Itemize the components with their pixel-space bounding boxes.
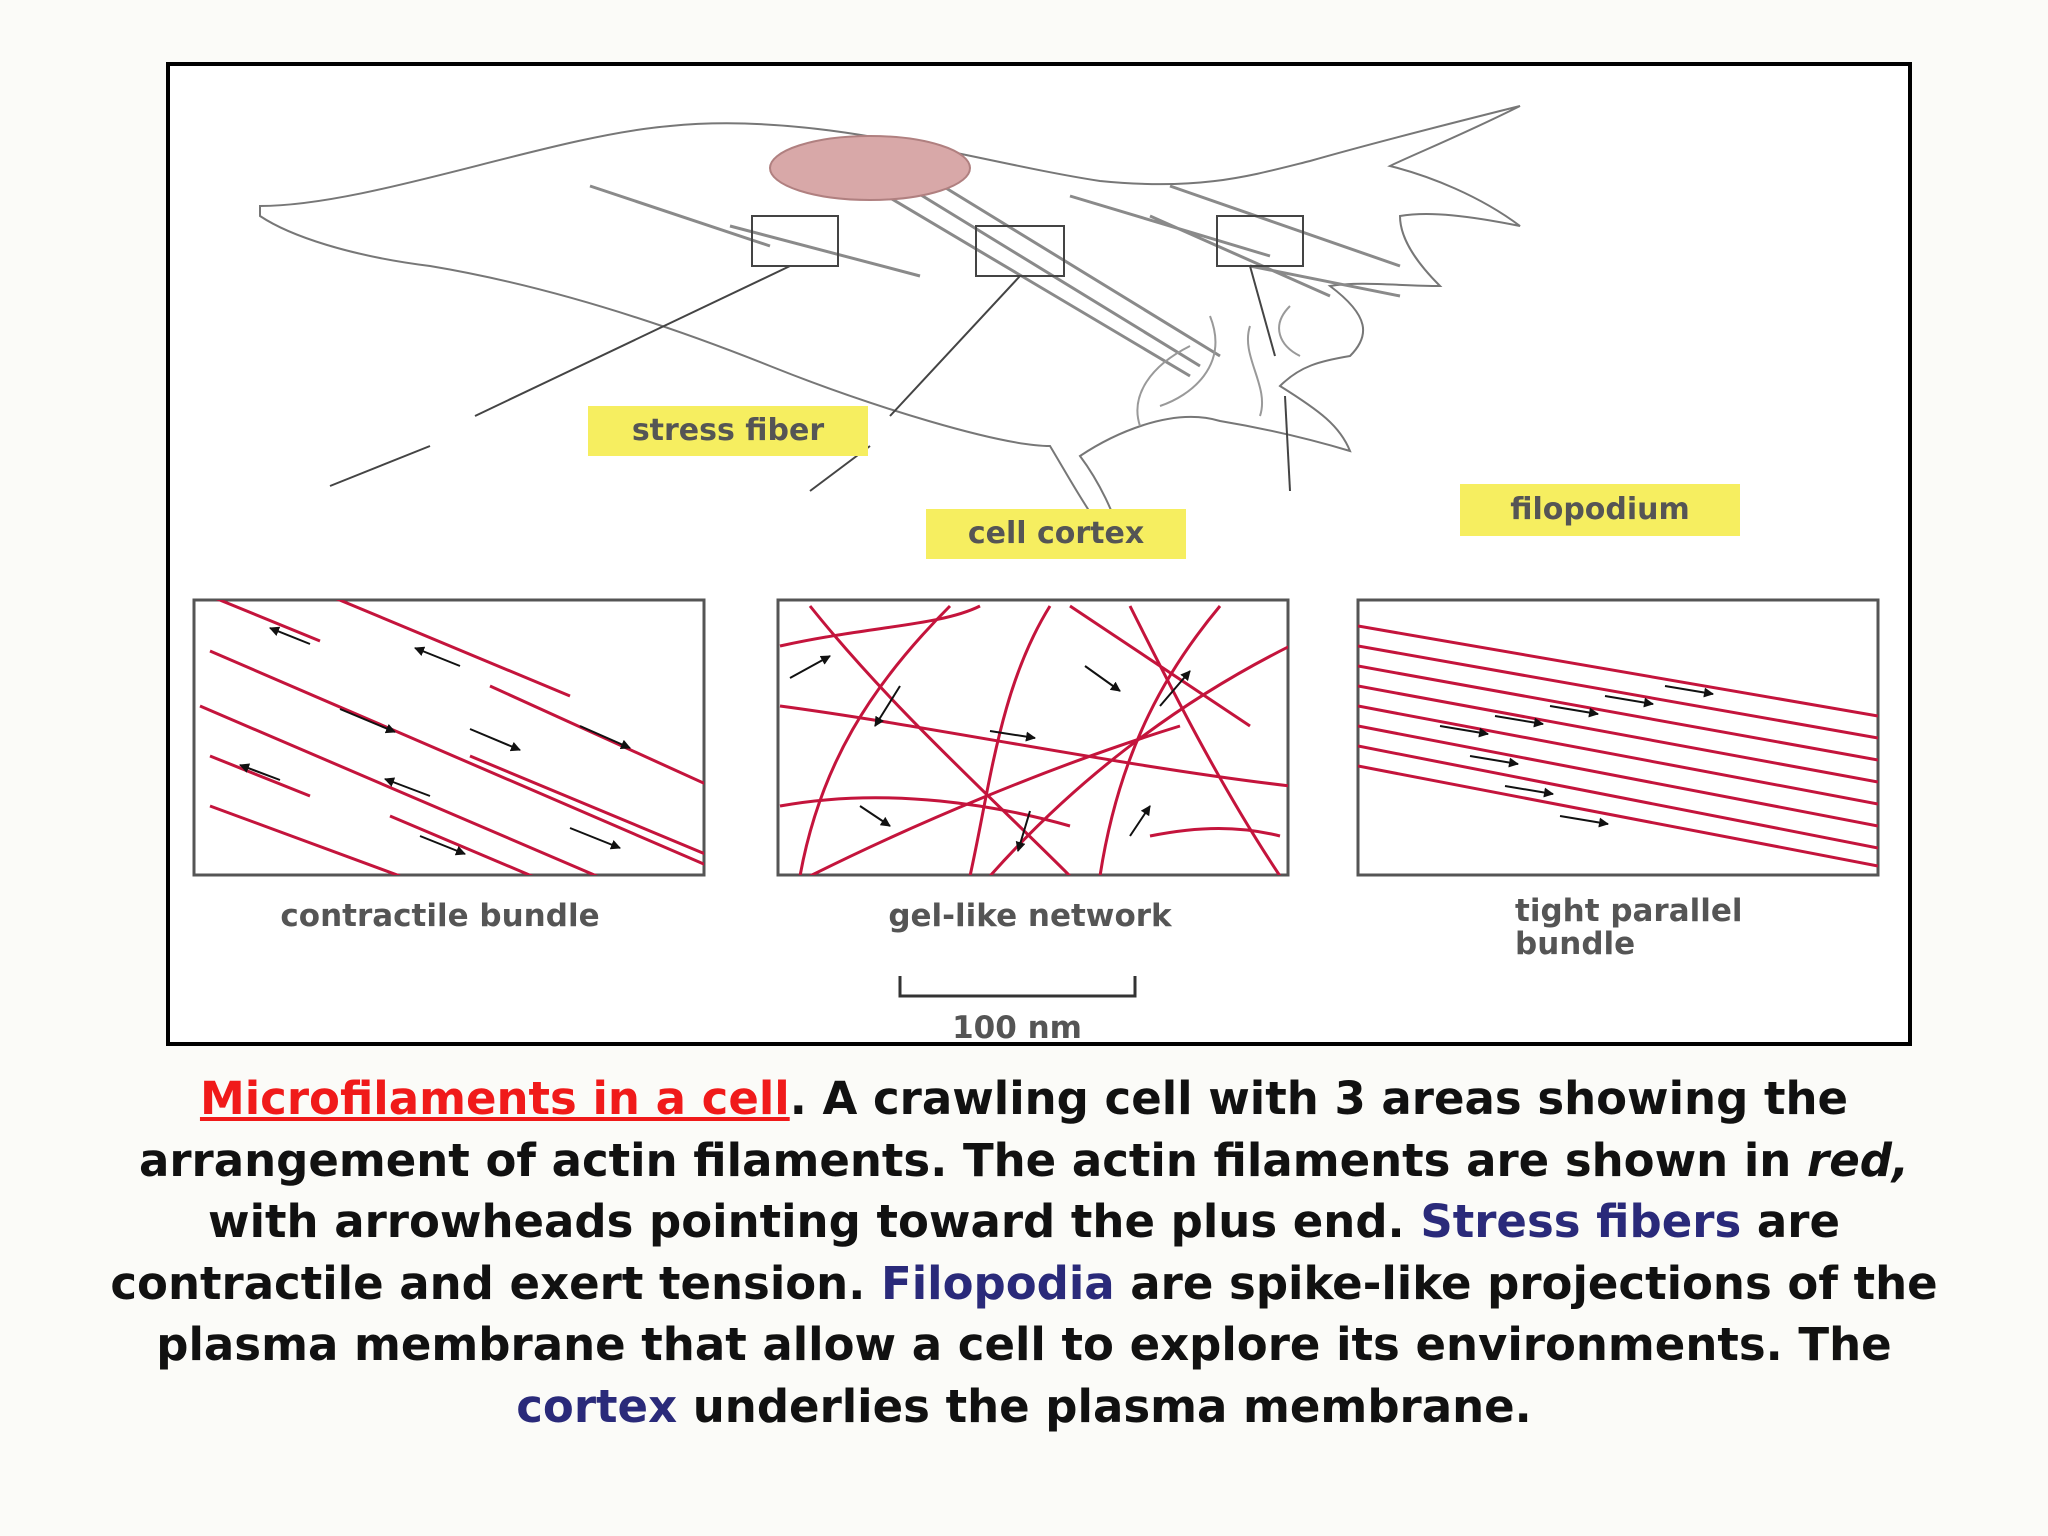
label-stress-fiber: stress fiber	[588, 406, 868, 456]
panel-contractile-bundle: contractile bundle	[192, 598, 706, 934]
figure-caption: Microfilaments in a cell. A crawling cel…	[110, 1068, 1938, 1437]
cell-cortex-label: cell cortex	[968, 516, 1144, 551]
panel-left-caption: contractile bundle	[280, 898, 599, 934]
panel-right-caption-line2: bundle	[1515, 926, 1635, 962]
scale-bar: 100 nm	[898, 976, 1137, 1042]
caption-term-stress-fibers: Stress fibers	[1420, 1195, 1742, 1248]
filopodium-box	[1216, 215, 1304, 267]
label-filopodium: filopodium	[1460, 484, 1740, 536]
caption-term-filopodia: Filopodia	[880, 1256, 1115, 1310]
caption-text-5: underlies the plasma membrane.	[677, 1379, 1532, 1433]
panel-gel-like-network: gel-like network	[776, 598, 1290, 934]
leader-lines	[329, 265, 1291, 492]
panel-right-caption-line1: tight parallel	[1515, 893, 1743, 929]
cortex-folds	[1136, 305, 1301, 427]
actin-figure: stress fiber cell cortex filopodium	[166, 62, 1912, 1046]
caption-title: Microfilaments in a cell	[199, 1072, 790, 1125]
panel-middle-caption: gel-like network	[888, 898, 1173, 934]
panel-tight-parallel-bundle: tight parallel bundle	[1356, 598, 1880, 962]
cell-outline	[259, 105, 1521, 559]
scale-bar-label: 100 nm	[952, 1010, 1082, 1042]
stress-fiber-box	[751, 215, 839, 267]
caption-text-3: are contractile and exert tension.	[110, 1195, 1840, 1310]
caption-text-4: are spike-like projections of the plasma…	[156, 1256, 1938, 1372]
nucleus	[769, 135, 971, 201]
caption-text-1: . A crawling cell with 3 areas showing t…	[138, 1072, 1849, 1187]
caption-text-2: with arrowheads pointing toward the plus…	[208, 1195, 1421, 1248]
figure-svg: stress fiber cell cortex filopodium	[192, 105, 1880, 1042]
caption-term-cortex: cortex	[516, 1379, 678, 1433]
caption-red-word: red,	[1807, 1133, 1910, 1187]
crawling-cell	[259, 105, 1521, 559]
stress-fiber-label: stress fiber	[632, 413, 825, 448]
filopodium-label: filopodium	[1510, 492, 1690, 527]
label-cell-cortex: cell cortex	[926, 509, 1186, 559]
